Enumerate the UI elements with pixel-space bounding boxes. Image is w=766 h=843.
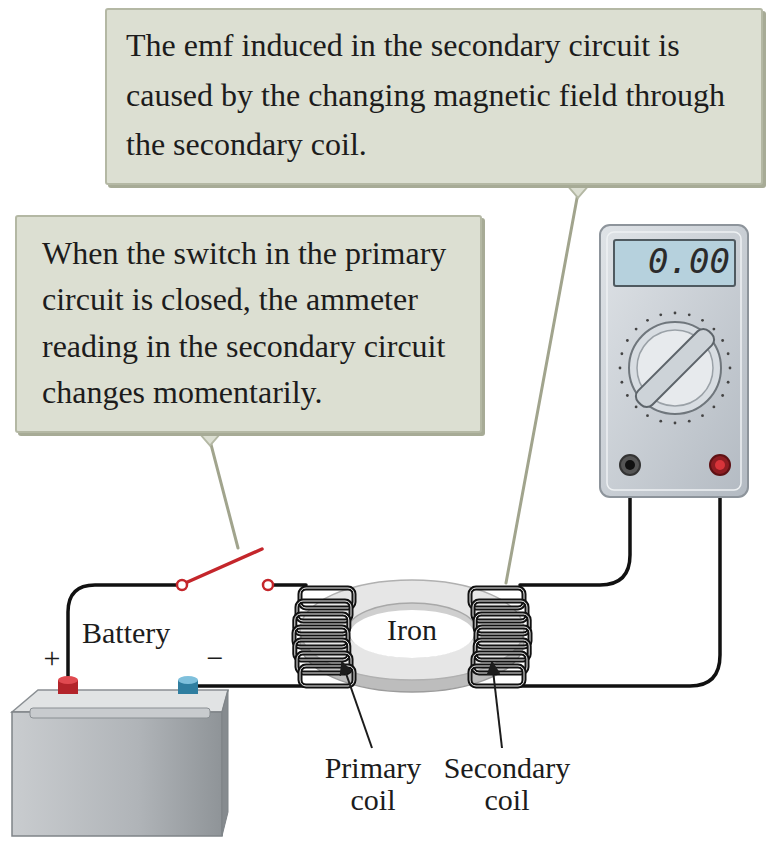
illustration-part <box>635 405 638 408</box>
illustration-part <box>300 588 354 608</box>
illustration-part <box>263 580 273 590</box>
illustration-part <box>721 394 724 397</box>
illustration-part <box>473 601 527 621</box>
battery <box>12 676 228 836</box>
illustration-part <box>473 653 527 673</box>
leader-arrows <box>342 662 502 748</box>
illustration-part <box>475 640 529 660</box>
illustration-part <box>506 193 578 583</box>
part-label: Iron <box>370 614 454 646</box>
illustration-part <box>348 603 476 657</box>
illustration-part <box>297 601 351 621</box>
illustration-part <box>294 627 348 647</box>
illustration-part <box>297 601 351 621</box>
illustration-part <box>619 312 732 425</box>
illustration-part <box>688 420 691 423</box>
illustration-part <box>300 588 354 608</box>
illustration-part <box>470 588 524 608</box>
illustration-part <box>30 708 210 718</box>
illustration-part <box>614 240 735 286</box>
illustration-part <box>633 326 718 411</box>
illustration-part <box>473 601 527 621</box>
illustration-part <box>626 394 629 397</box>
illustration-part <box>177 580 187 590</box>
illustration-part <box>701 319 704 322</box>
part-label: Battery <box>82 617 212 649</box>
callout-text: When the switch in the primary circuit i… <box>42 230 466 416</box>
illustration-part <box>295 614 349 634</box>
illustration-part <box>178 676 198 684</box>
illustration-part <box>350 610 474 658</box>
illustration-part <box>620 455 640 475</box>
illustration-part <box>626 339 629 342</box>
illustration-part <box>273 583 306 587</box>
illustration-part <box>475 614 529 634</box>
illustration-part <box>470 588 524 608</box>
illustration-part <box>721 339 724 342</box>
illustration-part <box>674 422 677 425</box>
illustration-part <box>674 312 677 315</box>
illustration-part <box>729 367 732 370</box>
illustration-part <box>715 460 725 470</box>
illustration-part <box>659 313 662 316</box>
switch <box>177 549 273 590</box>
illustration-part <box>470 666 524 686</box>
illustration-part <box>475 614 529 634</box>
illustration-part <box>620 381 623 384</box>
meter-reading: 0.00 <box>618 244 730 280</box>
illustration-part <box>625 460 635 470</box>
illustration-part <box>629 322 721 414</box>
illustration-part <box>222 690 228 836</box>
illustration-part <box>712 328 715 331</box>
terminal-sign: + <box>40 642 64 674</box>
illustration-part <box>659 420 662 423</box>
illustration-part <box>294 627 348 647</box>
illustration-part <box>620 352 623 355</box>
illustration-part <box>727 381 730 384</box>
illustration-part <box>565 183 591 198</box>
wires <box>68 474 720 686</box>
illustration-part <box>492 662 502 748</box>
illustration-part <box>470 666 524 686</box>
callout-text: The emf induced in the secondary circuit… <box>126 21 753 170</box>
illustration-part <box>646 319 649 322</box>
illustration-part <box>712 405 715 408</box>
illustration-part <box>473 653 527 673</box>
illustration-part <box>197 431 223 446</box>
illustration-part <box>688 313 691 316</box>
multimeter <box>600 225 748 497</box>
illustration-part <box>183 549 262 584</box>
illustration-part <box>600 225 748 497</box>
illustration-part <box>518 474 720 686</box>
illustration-part <box>635 328 638 331</box>
illustration-part <box>295 640 349 660</box>
callout-box: When the switch in the primary circuit i… <box>15 215 482 433</box>
illustration-part <box>701 414 704 417</box>
illustration-part <box>475 640 529 660</box>
illustration-part <box>210 441 238 548</box>
illustration-part <box>607 232 741 490</box>
secondary-coil <box>470 588 530 686</box>
part-label: Primary coil <box>312 752 434 815</box>
illustration-part <box>295 640 349 660</box>
illustration-part <box>619 367 622 370</box>
illustration-part <box>646 414 649 417</box>
illustration-part <box>476 627 530 647</box>
illustration-part <box>727 352 730 355</box>
illustration-part <box>12 712 222 836</box>
illustration-part <box>342 662 372 748</box>
callout-box: The emf induced in the secondary circuit… <box>105 8 763 185</box>
illustration-part <box>476 627 530 647</box>
part-label: Secondary coil <box>436 752 578 815</box>
illustration-part <box>58 676 78 684</box>
illustration-part <box>295 614 349 634</box>
terminal-sign: − <box>203 642 227 674</box>
illustration-part <box>710 455 730 475</box>
